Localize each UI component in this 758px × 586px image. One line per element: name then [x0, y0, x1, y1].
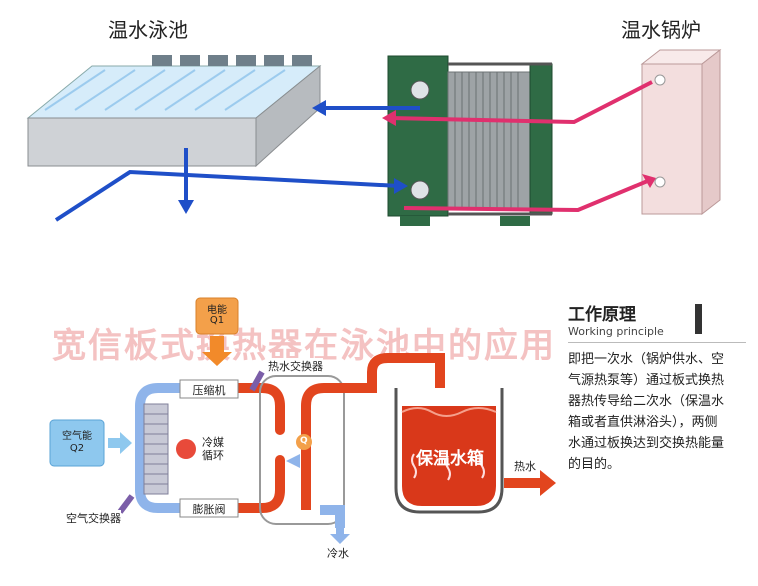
- pool-title: 温水泳池: [108, 18, 188, 42]
- air-exchanger-label: 空气交换器: [66, 510, 121, 526]
- panel-divider: [568, 342, 746, 343]
- electric-arrow: [202, 336, 232, 366]
- blue-pipes: [54, 106, 420, 222]
- panel-title: 工作原理: [568, 305, 636, 325]
- heat-pump-diagram: [49, 297, 556, 544]
- panel-line: 即把一次水（锅炉供水、空: [568, 352, 725, 367]
- hot-water-out-arrow: [504, 470, 556, 496]
- hot-water-exchanger-label: 热水交换器: [268, 358, 323, 374]
- air-exchanger-leader: [117, 494, 135, 514]
- cold-water-label: 冷水: [327, 547, 349, 560]
- electric-energy-box: [195, 297, 239, 335]
- hot-water-exchanger-frame: [259, 375, 345, 525]
- panel-line: 箱或者直供淋浴头），两侧: [568, 415, 718, 430]
- panel-line: 的目的。: [568, 457, 621, 472]
- compressor-box: [179, 379, 239, 399]
- boiler-title: 温水锅炉: [621, 18, 701, 42]
- air-energy-box: [49, 419, 105, 467]
- expansion-valve-box: [179, 498, 239, 518]
- panel-line: 器热传导给二次水（保温水: [568, 394, 725, 409]
- panel-subtitle: Working principle: [568, 325, 664, 338]
- tank-label: 保温水箱: [416, 449, 484, 469]
- electric-label: 电能: [207, 305, 227, 316]
- pink-pipes: [389, 80, 653, 213]
- electric-q-label: Q1: [209, 315, 225, 326]
- top-diagram: [26, 48, 722, 226]
- hot-water-label: 热水: [514, 460, 536, 473]
- fan-icon: [176, 439, 196, 459]
- compressor-label: 压缩机: [192, 384, 226, 397]
- air-energy-label: 空气能: [62, 431, 92, 442]
- panel-line: 气源热泵等）通过板式换热: [568, 373, 725, 388]
- air-energy-q-label: Q2: [69, 443, 85, 454]
- refrigerant-cycle-label: 冷媒循环: [202, 436, 224, 462]
- panel-title-bar: [695, 304, 702, 334]
- boiler-illustration: [640, 48, 722, 216]
- q-badge-label: Q: [300, 436, 308, 446]
- expansion-valve-label: 膨胀阀: [192, 503, 226, 516]
- insulated-tank: [394, 388, 504, 514]
- water-loop: [301, 353, 445, 528]
- pool-illustration: [26, 55, 322, 168]
- working-principle-panel: 工作原理 Working principle 即把一次水（锅炉供水、空 气源热泵…: [568, 300, 746, 475]
- hot-water-exchanger-leader: [249, 370, 265, 392]
- air-arrow: [108, 432, 132, 454]
- air-exchanger-grille: [143, 403, 169, 495]
- refrigerant-loop: [135, 383, 285, 513]
- plate-heat-exchanger: [387, 55, 553, 226]
- panel-line: 水通过板换达到交换热能量: [568, 436, 725, 451]
- cold-water-arrow: [330, 528, 350, 544]
- q-badge: [296, 434, 312, 450]
- panel-body: 即把一次水（锅炉供水、空 气源热泵等）通过板式换热 器热传导给二次水（保温水 箱…: [568, 349, 746, 475]
